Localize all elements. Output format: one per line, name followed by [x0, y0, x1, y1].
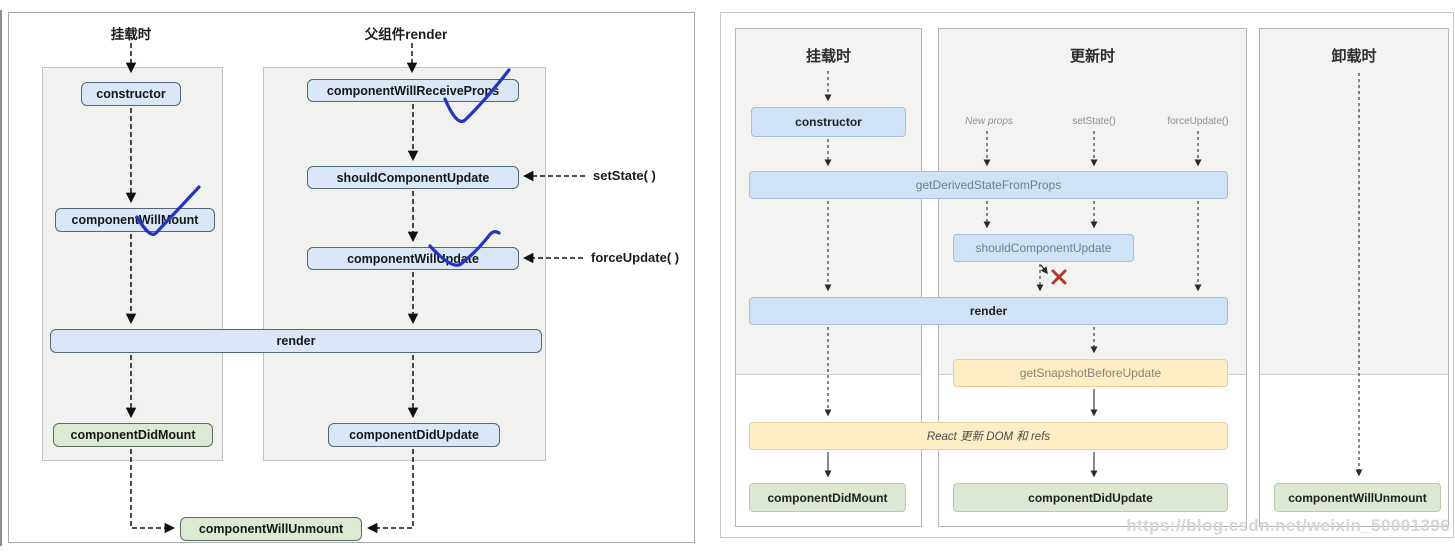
node-constructor: constructor	[751, 107, 906, 137]
node-render: render	[749, 297, 1228, 325]
node-component-will-mount: componentWillMount	[55, 208, 215, 232]
unmounting-column-box: 卸载时	[1259, 28, 1449, 527]
set-state-trigger-label: setState()	[1072, 116, 1116, 127]
parent-render-header: 父组件render	[364, 27, 448, 42]
mounting-column-box: 挂载时	[735, 28, 922, 527]
set-state-annotation: setState( )	[593, 168, 656, 183]
mounting-header: 挂载时	[805, 48, 851, 65]
legacy-lifecycle-diagram: 挂载时 父组件render constructor componentWillM…	[8, 12, 695, 543]
node-get-derived-state-from-props: getDerivedStateFromProps	[749, 171, 1228, 199]
node-component-will-unmount: componentWillUnmount	[1274, 483, 1441, 512]
new-props-trigger-label: New props	[965, 116, 1013, 127]
node-component-will-update: componentWillUpdate	[307, 247, 519, 270]
updating-header: 更新时	[1069, 48, 1115, 65]
node-get-snapshot-before-update: getSnapshotBeforeUpdate	[953, 359, 1228, 387]
node-component-did-update: componentDidUpdate	[328, 423, 500, 447]
node-should-component-update: shouldComponentUpdate	[953, 234, 1134, 262]
node-component-will-receive-props: componentWillReceiveProps	[307, 79, 519, 102]
node-component-did-mount: componentDidMount	[749, 483, 906, 512]
node-component-did-update: componentDidUpdate	[953, 483, 1228, 512]
node-react-updates-dom-refs: React 更新 DOM 和 refs	[749, 422, 1228, 450]
unmounting-header: 卸载时	[1331, 48, 1377, 65]
node-component-will-unmount: componentWillUnmount	[180, 517, 362, 541]
force-update-annotation: forceUpdate( )	[591, 250, 680, 265]
mounting-column-box	[42, 67, 223, 461]
unmounting-column-gray-area	[1260, 29, 1448, 375]
node-should-component-update: shouldComponentUpdate	[307, 166, 519, 189]
watermark: https://blog.csdn.net/weixin_50001396	[1126, 516, 1450, 535]
force-update-trigger-label: forceUpdate()	[1167, 116, 1229, 127]
new-lifecycle-diagram: 挂载时 更新时 卸载时 New props setState() forceUp…	[720, 12, 1454, 538]
node-component-did-mount: componentDidMount	[53, 423, 213, 447]
mounting-header: 挂载时	[110, 27, 152, 42]
node-constructor: constructor	[81, 82, 181, 106]
updating-column-box: 更新时	[938, 28, 1247, 527]
screen-edge-artifact	[0, 10, 2, 546]
node-render: render	[50, 329, 542, 353]
